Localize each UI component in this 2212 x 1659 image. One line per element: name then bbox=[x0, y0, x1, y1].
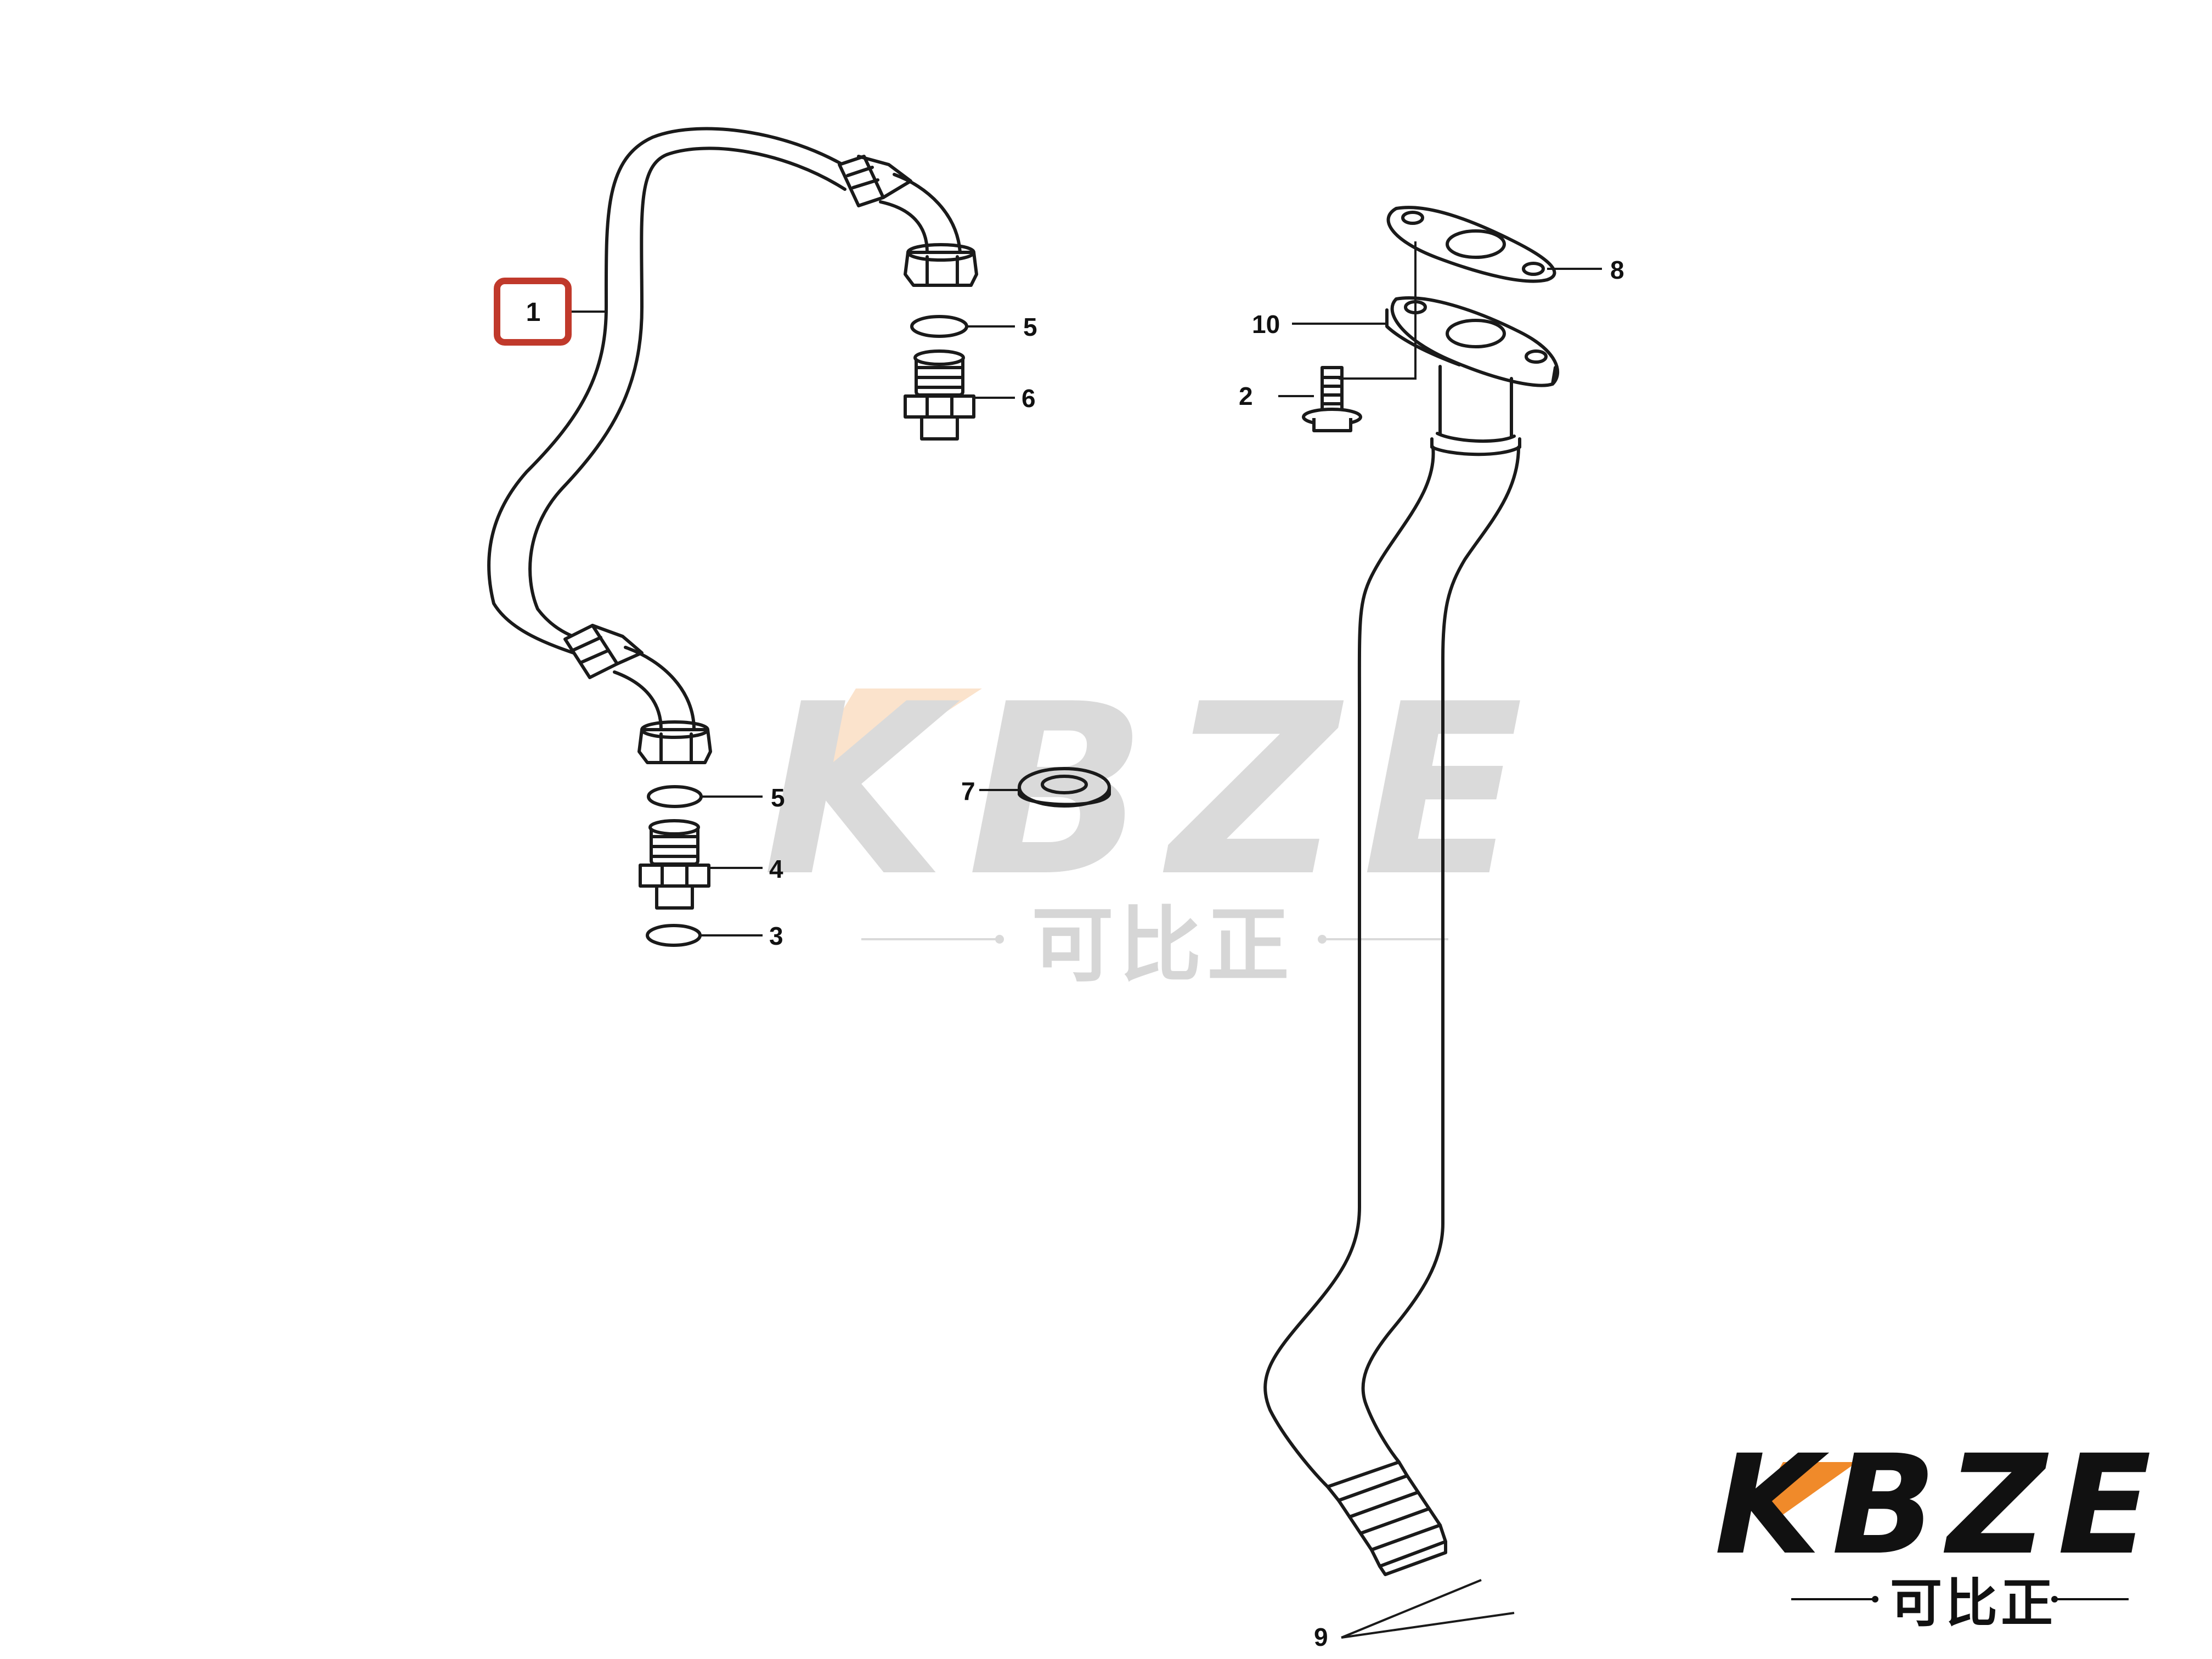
callout-8[interactable]: 8 bbox=[1610, 256, 1624, 284]
callout-5-lower[interactable]: 5 bbox=[771, 783, 785, 812]
part-8-gasket bbox=[1386, 206, 1556, 283]
watermark-right-dot bbox=[1318, 935, 1327, 944]
part-1-hose bbox=[487, 127, 978, 764]
callout-1-highlight-box bbox=[494, 278, 572, 346]
logo-brand-text: KBZE bbox=[1714, 1425, 2162, 1585]
callout-1[interactable]: 1 bbox=[526, 298, 541, 327]
logo-chinese-text: 可比正 bbox=[1890, 1573, 2056, 1634]
part-5-oring-lower bbox=[647, 785, 703, 808]
part-4-connector bbox=[639, 819, 710, 910]
callout-4[interactable]: 4 bbox=[769, 855, 783, 883]
callout-9[interactable]: 9 bbox=[1314, 1623, 1328, 1651]
part-7-washer bbox=[1018, 767, 1111, 808]
watermark: KBZE 可比正 bbox=[763, 654, 1545, 994]
logo-right-dot bbox=[2051, 1596, 2058, 1602]
part-9-oil-pipe bbox=[1263, 296, 1560, 1576]
callout-10[interactable]: 10 bbox=[1252, 310, 1280, 338]
part-6-connector bbox=[904, 349, 975, 441]
watermark-left-dot bbox=[995, 935, 1004, 944]
callout-5-upper[interactable]: 5 bbox=[1023, 313, 1037, 341]
watermark-accent-shape bbox=[801, 689, 982, 795]
watermark-brand-text: KBZE bbox=[763, 654, 1545, 928]
logo-left-dot bbox=[1872, 1596, 1878, 1602]
part-5-oring-upper bbox=[910, 315, 968, 338]
part-3-oring bbox=[646, 924, 702, 947]
watermark-chinese-text: 可比正 bbox=[1031, 898, 1295, 994]
callout-7[interactable]: 7 bbox=[961, 777, 975, 805]
logo-accent-shape bbox=[1758, 1462, 1857, 1522]
callout-6[interactable]: 6 bbox=[1022, 384, 1036, 413]
brand-logo: KBZE 可比正 bbox=[1714, 1425, 2162, 1634]
leader-lines bbox=[571, 241, 1602, 1639]
callout-3[interactable]: 3 bbox=[769, 922, 783, 950]
callout-2[interactable]: 2 bbox=[1239, 382, 1253, 410]
part-2-bolt bbox=[1302, 366, 1362, 432]
